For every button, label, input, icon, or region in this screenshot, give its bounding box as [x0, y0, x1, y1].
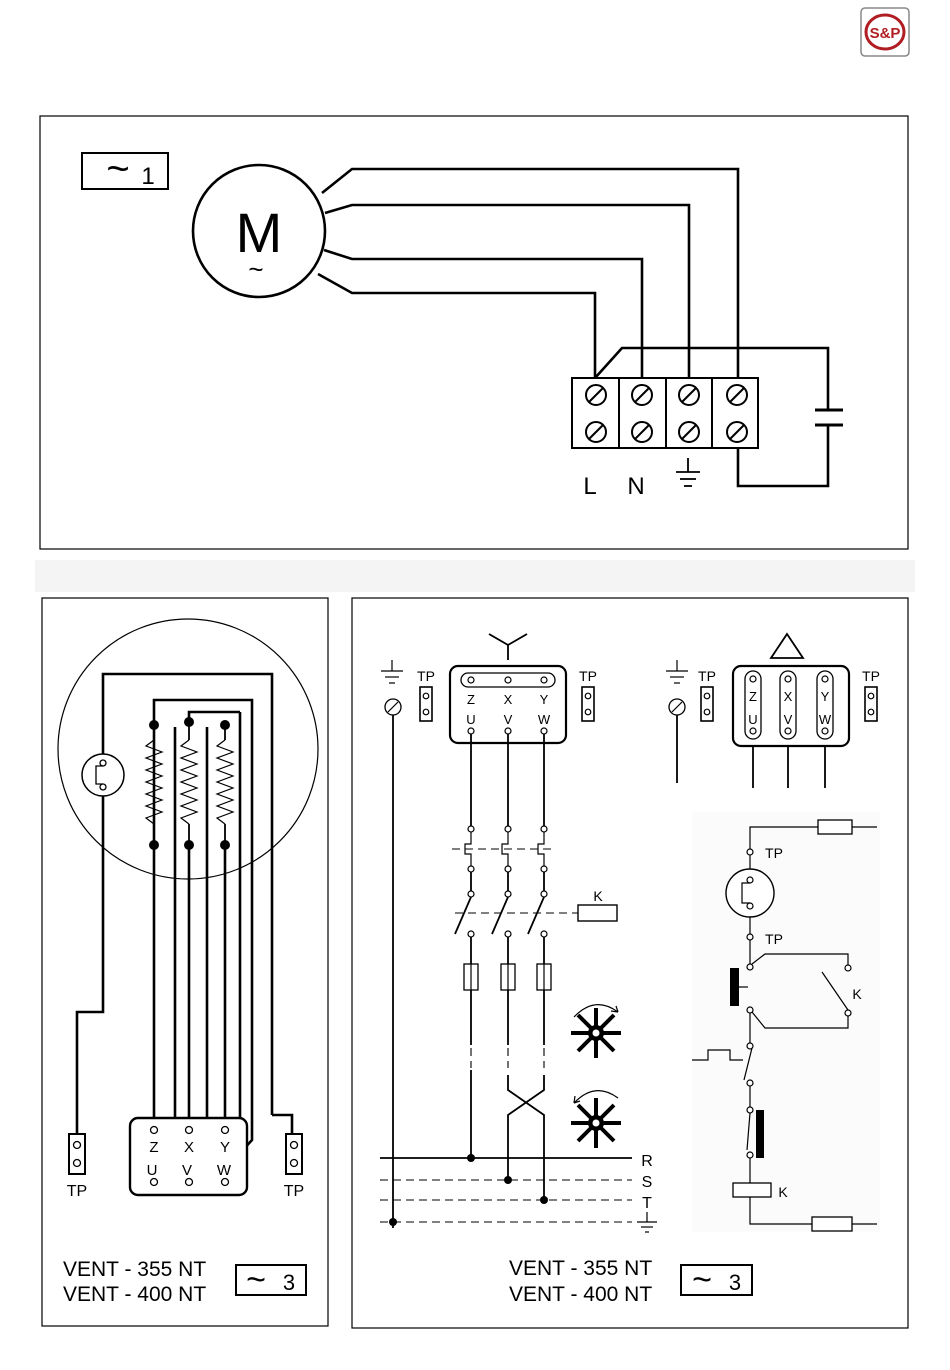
delta-terminal-u: U [748, 712, 757, 727]
contactor-label-k3: K [778, 1184, 788, 1200]
delta-terminal-w: W [819, 712, 832, 727]
ground-icon-delta [666, 660, 688, 683]
phase-tilde: ~ [106, 147, 129, 191]
terminal-v: V [182, 1162, 192, 1179]
tp-label-control-2: TP [765, 931, 783, 947]
phase-number: 1 [141, 163, 154, 190]
phase-badge-1: ~ 1 [82, 147, 168, 191]
terminal-block [572, 378, 758, 448]
tp-label-control-1: TP [765, 845, 783, 861]
ground-icon-supply [637, 1212, 657, 1232]
tp-terminal-left: TP [67, 1134, 87, 1200]
tp-label-delta-left: TP [698, 668, 716, 684]
model-line-1: VENT - 355 NT [63, 1258, 206, 1281]
tp-label-star-left: TP [417, 668, 435, 684]
rotation-ccw-icon [571, 1091, 621, 1148]
logo-text: S&P [870, 25, 901, 42]
delta-terminal-y: Y [821, 689, 830, 704]
rotation-cw-icon [571, 1005, 621, 1058]
contactor-label-k1: K [593, 888, 603, 904]
single-phase-panel: ~ 1 M ~ [40, 116, 908, 549]
delta-terminal-v: V [784, 712, 793, 727]
brand-logo: S&P [861, 8, 909, 56]
terminal-box-delta: Z X Y U V W [733, 666, 849, 746]
delta-terminal-x: X [784, 689, 793, 704]
terminal-label-l: L [583, 473, 596, 500]
phase-tilde: ~ [246, 1261, 266, 1299]
model-line-1: VENT - 355 NT [509, 1257, 652, 1280]
star-terminal-v: V [504, 712, 513, 727]
terminal-u: U [147, 1162, 158, 1179]
terminal-label-n: N [627, 473, 644, 500]
supply-lines: R S T [380, 1153, 657, 1232]
terminal-x: X [184, 1139, 194, 1156]
ground-icon-star [381, 660, 403, 683]
capacitor-symbol [815, 410, 843, 425]
star-terminal-u: U [466, 712, 475, 727]
contactor-label-k2: K [852, 986, 862, 1002]
tp-terminal-right: TP [284, 1134, 304, 1200]
power-circuit: K [452, 734, 617, 1200]
line-label-r: R [641, 1153, 653, 1170]
star-terminal-x: X [504, 692, 513, 707]
tp-label-left: TP [67, 1183, 87, 1200]
model-line-2: VENT - 400 NT [509, 1283, 652, 1306]
phase-number: 3 [729, 1270, 741, 1295]
phase-number: 3 [283, 1270, 295, 1295]
model-line-2: VENT - 400 NT [63, 1283, 206, 1306]
three-phase-right-panel: TP TP Z X Y U V W [352, 598, 908, 1328]
phase-tilde: ~ [692, 1261, 712, 1299]
motor-sub: ~ [248, 254, 263, 284]
delta-terminal-z: Z [749, 689, 757, 704]
tp-label-right: TP [284, 1183, 304, 1200]
tp-label-star-right: TP [579, 668, 597, 684]
motor-symbol: M ~ [193, 165, 325, 297]
star-terminal-w: W [538, 712, 551, 727]
terminal-z: Z [149, 1139, 158, 1156]
terminal-w: W [217, 1162, 232, 1179]
three-phase-left-panel: Z X Y U V W TP TP VENT - 355 NT [42, 598, 328, 1326]
delta-symbol-icon [771, 634, 803, 658]
motor-windings [146, 717, 233, 850]
thermal-protector-icon [82, 754, 124, 796]
terminal-box-left: Z X Y U V W [130, 1118, 247, 1195]
tp-label-delta-right: TP [862, 668, 880, 684]
line-label-t: T [642, 1195, 652, 1212]
terminal-box-star: Z X Y U V W [450, 666, 566, 743]
line-label-s: S [642, 1174, 653, 1191]
terminal-y: Y [220, 1139, 230, 1156]
star-terminal-z: Z [467, 692, 475, 707]
phase-badge-3-right: ~ 3 [681, 1261, 752, 1299]
star-terminal-y: Y [540, 692, 549, 707]
star-symbol-icon [489, 634, 527, 660]
ground-icon [676, 458, 700, 486]
phase-badge-3-left: ~ 3 [236, 1261, 306, 1299]
